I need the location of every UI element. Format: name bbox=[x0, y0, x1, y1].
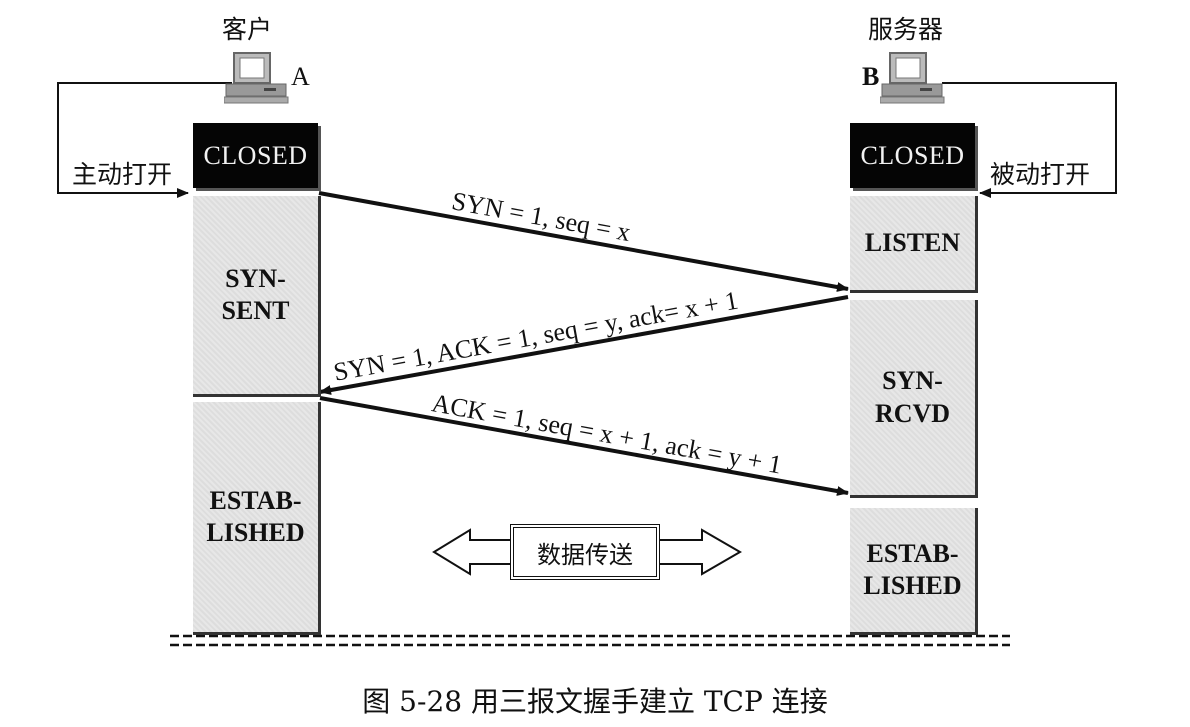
client-computer-icon bbox=[224, 52, 289, 104]
client-syn-sent-line1: SYN- bbox=[225, 263, 286, 293]
server-computer-icon bbox=[880, 52, 945, 104]
message-arrow-syn-ack bbox=[319, 295, 849, 395]
server-established-line1: ESTAB- bbox=[866, 538, 959, 568]
figure-caption: 图 5-28 用三报文握手建立 TCP 连接 bbox=[362, 685, 828, 718]
client-established-line1: ESTAB- bbox=[209, 485, 302, 515]
message-arrow-syn bbox=[318, 191, 849, 292]
server-syn-rcvd-line1: SYN- bbox=[882, 366, 943, 395]
server-listen-label: LISTEN bbox=[864, 227, 961, 257]
client-active-open-label: 主动打开 bbox=[72, 160, 173, 189]
server-state-established: ESTAB- LISHED bbox=[850, 508, 978, 635]
client-syn-sent-line2: SENT bbox=[221, 296, 290, 325]
server-syn-rcvd-line2: RCVD bbox=[874, 398, 951, 428]
data-arrow-left bbox=[432, 528, 510, 576]
client-open-loop bbox=[57, 82, 232, 198]
client-role-label: 客户 bbox=[222, 15, 273, 44]
message-arrow-ack bbox=[319, 396, 849, 496]
server-state-closed: CLOSED bbox=[850, 123, 975, 188]
client-established-line2: LISHED bbox=[206, 518, 305, 547]
server-role-label: 服务器 bbox=[868, 15, 944, 44]
server-state-syn-rcvd: SYN- RCVD bbox=[850, 300, 978, 498]
server-state-listen: LISTEN bbox=[850, 196, 978, 293]
client-host-label: A bbox=[291, 62, 310, 91]
server-passive-open-label: 被动打开 bbox=[990, 160, 1091, 189]
client-state-closed: CLOSED bbox=[193, 123, 318, 188]
client-state-syn-sent: SYN- SENT bbox=[193, 196, 321, 397]
data-arrow-right bbox=[660, 528, 742, 576]
data-transfer-box: 数据传送 bbox=[510, 524, 660, 580]
client-state-established: ESTAB- LISHED bbox=[193, 402, 321, 635]
server-open-loop bbox=[942, 82, 1117, 198]
data-transfer-label: 数据传送 bbox=[537, 540, 633, 569]
server-established-line2: LISHED bbox=[863, 571, 962, 600]
server-host-label: B bbox=[862, 62, 880, 91]
